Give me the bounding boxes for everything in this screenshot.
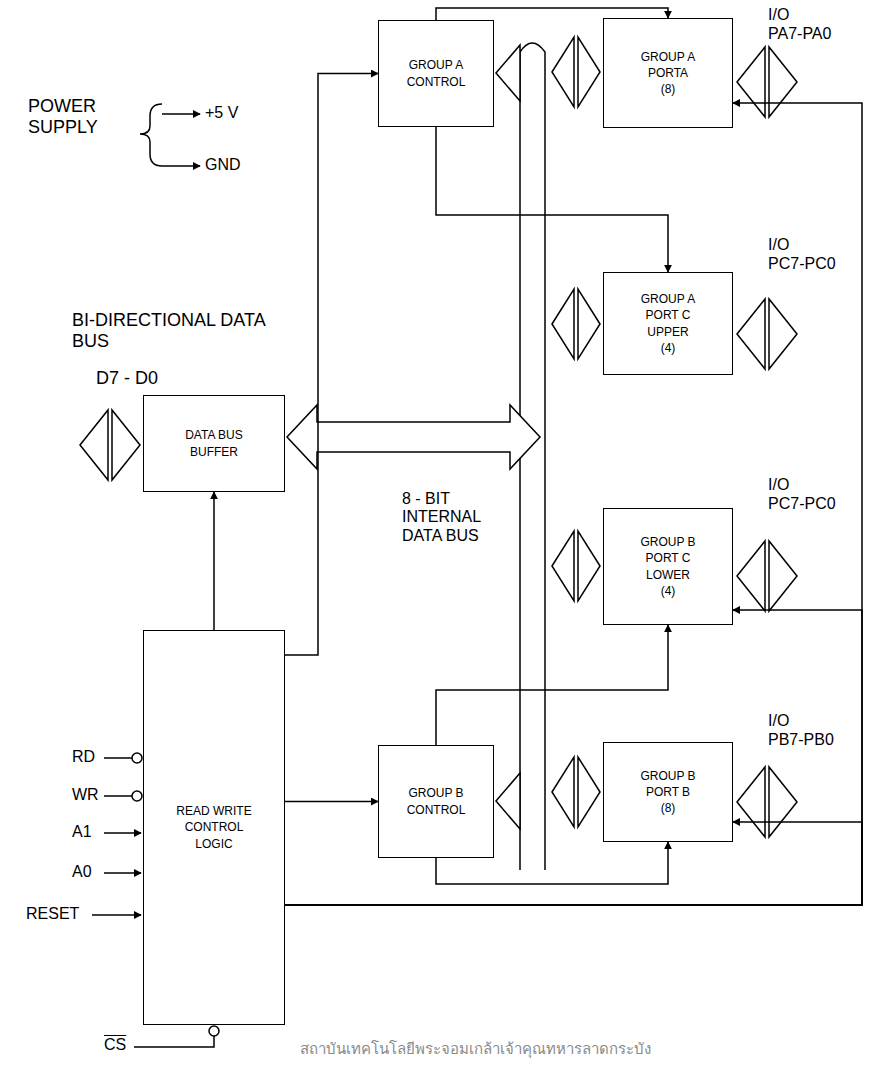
pin-group-label: PB7-PB0	[768, 731, 834, 749]
bit-count: (4)	[661, 583, 676, 599]
block-title: DATA BUS BUFFER	[172, 427, 256, 459]
control-logic-block: READ WRITE CONTROL LOGIC	[143, 630, 285, 1025]
signal-line	[104, 795, 132, 797]
bidirectional-arrow	[80, 410, 108, 480]
bus-label: 8 - BIT INTERNAL DATA BUS	[402, 490, 514, 545]
block-title: GROUP A PORT C UPPER	[626, 291, 710, 340]
io-arrow	[737, 541, 765, 611]
active-low-bubble	[209, 1026, 219, 1036]
signal-line	[104, 757, 132, 759]
control-line	[436, 127, 668, 272]
supply-label: +5 V	[205, 104, 238, 122]
internal-bus	[520, 43, 545, 870]
io-label: I/O	[768, 6, 789, 24]
io-label: I/O	[768, 476, 789, 494]
io-arrow	[769, 47, 797, 117]
bus-label: BI-DIRECTIONAL DATA BUS	[72, 310, 282, 351]
signal-line	[104, 832, 141, 834]
io-label: I/O	[768, 712, 789, 730]
control-block: GROUP B CONTROL	[378, 745, 494, 858]
control-block: GROUP A CONTROL	[378, 20, 494, 127]
supply-label: POWER SUPPLY	[28, 96, 128, 137]
signal-name: A0	[72, 863, 92, 881]
control-line	[285, 103, 862, 905]
control-line	[285, 801, 378, 803]
io-arrow	[769, 767, 797, 837]
io-arrow	[769, 541, 797, 611]
bit-count: (4)	[661, 340, 676, 356]
block-title: GROUP B CONTROL	[394, 785, 478, 817]
io-arrow	[737, 47, 765, 117]
bidirectional-arrow	[578, 531, 600, 601]
signal-name: WR	[72, 786, 99, 804]
bidirectional-arrow	[578, 37, 600, 107]
bit-count: (8)	[661, 800, 676, 816]
block-title: GROUP B PORT B	[626, 768, 710, 800]
io-label: I/O	[768, 236, 789, 254]
signal-name: CS	[104, 1036, 126, 1054]
buffer-block: DATA BUS BUFFER	[143, 395, 285, 492]
supply-label: GND	[205, 156, 241, 174]
signal-line	[92, 914, 141, 916]
port-block: GROUP B PORT B(8)	[603, 742, 733, 842]
block-title: GROUP B PORT C LOWER	[626, 534, 710, 583]
watermark: สถาบันเทคโนโลยีพระจอมเกล้าเจ้าคุณทหารลาด…	[300, 1040, 651, 1057]
control-line	[213, 492, 215, 630]
bidirectional-arrow	[552, 757, 574, 827]
bidirectional-arrow	[552, 37, 574, 107]
block-title: GROUP A PORTA	[626, 49, 710, 81]
control-line	[436, 625, 668, 745]
bus-wide-arrow	[287, 405, 540, 469]
bidirectional-arrow	[552, 289, 574, 359]
bidirectional-arrow	[578, 289, 600, 359]
control-line	[285, 822, 862, 905]
pin-group-label: PC7-PC0	[768, 495, 836, 513]
signal-name: A1	[72, 823, 92, 841]
power-brace	[140, 104, 162, 166]
pin-group-label: PA7-PA0	[768, 25, 831, 43]
pin-group-label: PC7-PC0	[768, 255, 836, 273]
active-low-bubble	[132, 791, 142, 801]
io-arrow	[769, 299, 797, 369]
io-arrow	[737, 767, 765, 837]
active-low-bubble	[132, 753, 142, 763]
bit-count: (8)	[661, 81, 676, 97]
supply-arrow	[162, 113, 200, 115]
bus-wide-arrow	[496, 45, 520, 101]
block-title: READ WRITE CONTROL LOGIC	[172, 803, 256, 852]
bus-label: D7 - D0	[96, 368, 158, 389]
signal-line	[104, 872, 141, 874]
supply-arrow	[162, 165, 200, 167]
control-line	[285, 74, 378, 656]
bidirectional-arrow	[552, 531, 574, 601]
port-block: GROUP A PORTA(8)	[603, 18, 733, 128]
bus-wide-arrow	[496, 773, 520, 829]
port-block: GROUP B PORT C LOWER(4)	[603, 508, 733, 625]
signal-line	[134, 1036, 214, 1047]
signal-name: RESET	[26, 905, 79, 923]
signal-name: RD	[72, 748, 95, 766]
port-block: GROUP A PORT C UPPER(4)	[603, 272, 733, 375]
io-arrow	[737, 299, 765, 369]
block-title: GROUP A CONTROL	[394, 57, 478, 89]
control-line	[285, 610, 862, 905]
bidirectional-arrow	[112, 410, 140, 480]
bidirectional-arrow	[578, 757, 600, 827]
